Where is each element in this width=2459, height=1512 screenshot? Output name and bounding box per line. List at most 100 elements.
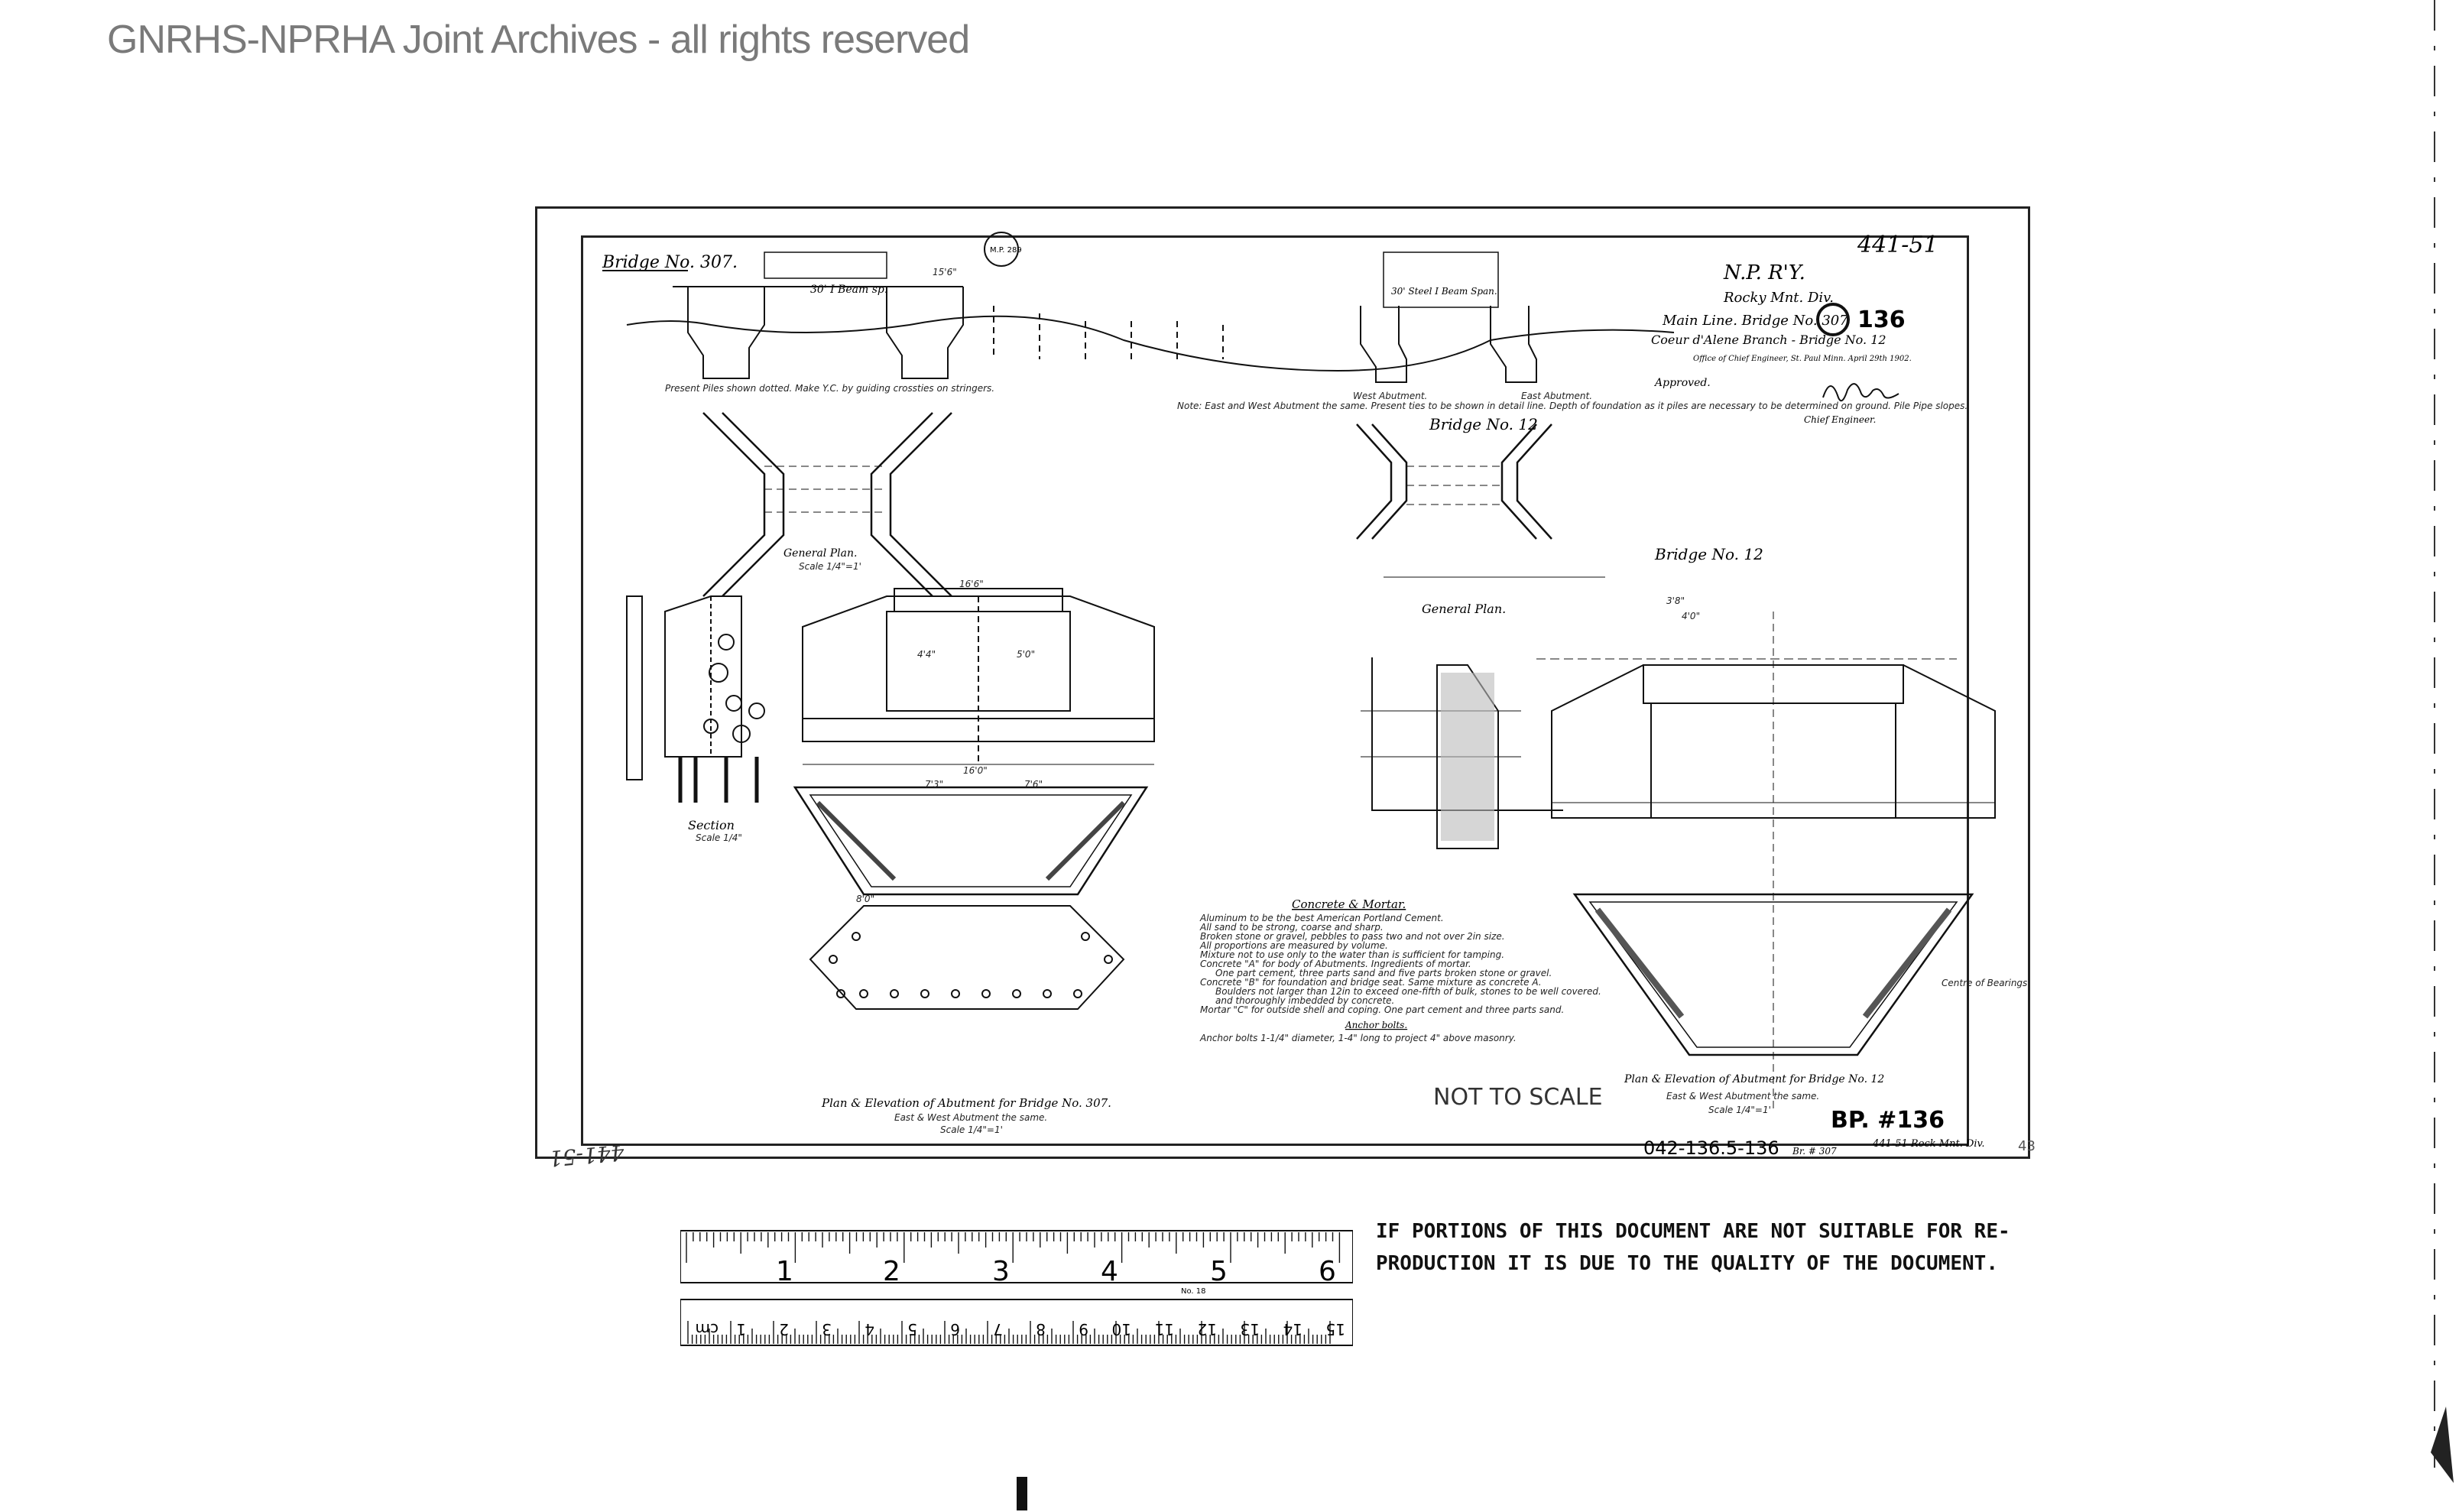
bridge-12-label: Bridge No. 12 <box>1429 415 1538 433</box>
plan-307-caption: Plan & Elevation of Abutment for Bridge … <box>821 1096 1111 1110</box>
dim-label: 4'4" <box>917 649 936 660</box>
plan-307-sub: East & West Abutment the same. <box>894 1112 1047 1123</box>
ruler-bottom-number: 10 <box>1112 1320 1131 1338</box>
centre-bearings-label: Centre of Bearings <box>1942 978 2027 988</box>
ruler-bottom-number: 8 <box>1036 1320 1046 1338</box>
ruler-top-number: 1 <box>776 1256 793 1287</box>
plan-12-caption: Plan & Elevation of Abutment for Bridge … <box>1624 1073 1884 1085</box>
dim-label: 16'0" <box>963 765 988 776</box>
scale-ruler: 1 2 3 4 5 6 No. 18 15 14 13 12 11 10 9 8… <box>680 1230 1353 1346</box>
section-scale: Scale 1/4" <box>696 832 742 843</box>
division-name: Rocky Mnt. Div. <box>1723 290 1834 306</box>
file-code: 042-136.5-136 <box>1643 1137 1779 1159</box>
bridge-12-profile <box>1360 306 1537 383</box>
east-abutment-label: East Abutment. <box>1521 391 1592 401</box>
signature <box>1822 383 1899 402</box>
main-line-label: Main Line. Bridge No. 307 <box>1662 313 1848 329</box>
file-notes: Br. # 307 <box>1792 1146 1837 1157</box>
plan-307 <box>793 786 1149 896</box>
chief-engineer-label: Chief Engineer. <box>1804 414 1876 425</box>
ruler-bottom-number: 9 <box>1079 1320 1088 1338</box>
concrete-line-0: Aluminum to be the best American Portlan… <box>1199 913 1444 923</box>
section-307 <box>626 595 765 803</box>
ruler-bottom-number: 1 <box>736 1320 746 1338</box>
drawing-sheet <box>535 206 2030 1159</box>
bp-number: BP. #136 <box>1831 1107 1945 1134</box>
ruler-bottom-number: 14 <box>1283 1320 1302 1338</box>
plan-12 <box>1572 893 1974 1056</box>
ruler-bottom-unit: cm <box>696 1320 719 1338</box>
file-notes-2: 441-51 Rock Mnt. Div. <box>1872 1138 1984 1150</box>
anchor-line: Anchor bolts 1-1/4" diameter, 1-4" long … <box>1199 1033 1517 1043</box>
dim-label: 16'6" <box>959 579 984 589</box>
ruler-top-number: 4 <box>1101 1256 1118 1287</box>
archive-title: GNRHS-NPRHA Joint Archives - all rights … <box>107 18 970 62</box>
office-line: Office of Chief Engineer, St. Paul Minn.… <box>1693 355 1912 363</box>
concrete-line-3: All proportions are measured by volume. <box>1199 940 1388 951</box>
bridge-12-label-2: Bridge No. 12 <box>1654 545 1763 563</box>
abutment-note: Note: East and West Abutment the same. P… <box>1177 401 1968 411</box>
branch-line-label: Coeur d'Alene Branch - Bridge No. 12 <box>1651 333 1886 347</box>
general-plan-12 <box>1356 423 1605 578</box>
general-plan-307 <box>702 412 952 597</box>
concrete-hatch-12 <box>1441 673 1494 841</box>
ruler-bottom-number: 7 <box>993 1320 1003 1338</box>
concrete-line-5: Concrete "A" for body of Abutments. Ingr… <box>1200 959 1471 969</box>
elevation-12 <box>1361 612 1996 1108</box>
plan-307-scale: Scale 1/4"=1' <box>940 1124 1003 1135</box>
page-corner-number: 43 <box>2018 1138 2036 1154</box>
dim-label: 3'8" <box>1666 595 1685 606</box>
concrete-line-8: Boulders not larger than 12in to exceed … <box>1215 986 1601 997</box>
concrete-line-9: and thoroughly imbedded by concrete. <box>1215 995 1394 1006</box>
bridge-307-profile <box>626 286 1675 379</box>
quality-disclaimer: IF PORTIONS OF THIS DOCUMENT ARE NOT SUI… <box>1376 1215 2026 1280</box>
general-plan-label-307: General Plan. <box>783 547 857 560</box>
approved-label: Approved. <box>1653 377 1711 389</box>
west-abutment-label: West Abutment. <box>1353 391 1427 401</box>
anchor-heading: Anchor bolts. <box>1345 1020 1407 1030</box>
sheet-number: 441-51 <box>1857 232 1938 258</box>
concrete-line-6: One part cement, three parts sand and fi… <box>1215 968 1552 978</box>
dim-label: 7'6" <box>1024 779 1043 790</box>
concrete-notes: Aluminum to be the best American Portlan… <box>1199 913 1601 1015</box>
concrete-line-2: Broken stone or gravel, pebbles to pass … <box>1200 931 1505 942</box>
ruler-bottom-number: 11 <box>1155 1320 1174 1338</box>
dim-label: 8'0" <box>856 894 874 904</box>
anchor-bolt-plan-307 <box>809 905 1125 1010</box>
ruler-mid-text: No. 18 <box>1181 1287 1206 1296</box>
ruler-bottom-number: 6 <box>950 1320 960 1338</box>
ruler-bottom-number: 12 <box>1198 1320 1217 1338</box>
ruler-top-number: 2 <box>883 1256 900 1287</box>
plate-span-label: 30' Steel I Beam Span. <box>1391 286 1497 297</box>
dim-label: 15'6" <box>933 267 957 277</box>
ruler-top-number: 5 <box>1210 1256 1228 1287</box>
circled-number-ring <box>1816 303 1850 336</box>
bridge-307-label: Bridge No. 307. <box>602 253 738 272</box>
disclaimer-line: PRODUCTION IT IS DUE TO THE QUALITY OF T… <box>1376 1252 1998 1275</box>
dim-label: 7'3" <box>925 779 943 790</box>
ruler-bottom-number: 4 <box>865 1320 874 1338</box>
disclaimer-line: IF PORTIONS OF THIS DOCUMENT ARE NOT SUI… <box>1376 1220 2010 1243</box>
elevation-307 <box>802 588 1155 765</box>
not-to-scale-stamp: NOT TO SCALE <box>1433 1084 1603 1111</box>
scan-mark <box>1017 1477 1027 1510</box>
concrete-line-4: Mixture not to use only to the water tha… <box>1200 949 1504 960</box>
plan-12-scale: Scale 1/4"=1' <box>1708 1105 1771 1115</box>
present-piles-note: Present Piles shown dotted. Make Y.C. by… <box>665 383 994 394</box>
mp-marker: M.P. 289 <box>990 246 1022 255</box>
general-plan-scale-307: Scale 1/4"=1' <box>799 561 861 572</box>
concrete-line-1: All sand to be strong, coarse and sharp. <box>1199 922 1384 933</box>
ruler-bottom-numbers: 15 14 13 12 11 10 9 8 7 6 5 4 3 2 1 cm <box>696 1320 1345 1338</box>
concrete-line-10: Mortar "C" for outside shell and coping.… <box>1200 1004 1564 1015</box>
mp-marker-circle <box>984 232 1019 267</box>
drawing-border <box>581 235 1969 1146</box>
scan-corner-artifact <box>2431 1407 2454 1483</box>
ruler-bottom-number: 15 <box>1326 1320 1345 1338</box>
section-label: Section <box>688 818 735 832</box>
ruler-bottom-number: 3 <box>822 1320 832 1338</box>
ruler-bottom-number: 5 <box>907 1320 917 1338</box>
dim-label: 4'0" <box>1682 611 1700 621</box>
ruler-top-number: 3 <box>992 1256 1010 1287</box>
ruler-bottom-number: 2 <box>779 1320 789 1338</box>
